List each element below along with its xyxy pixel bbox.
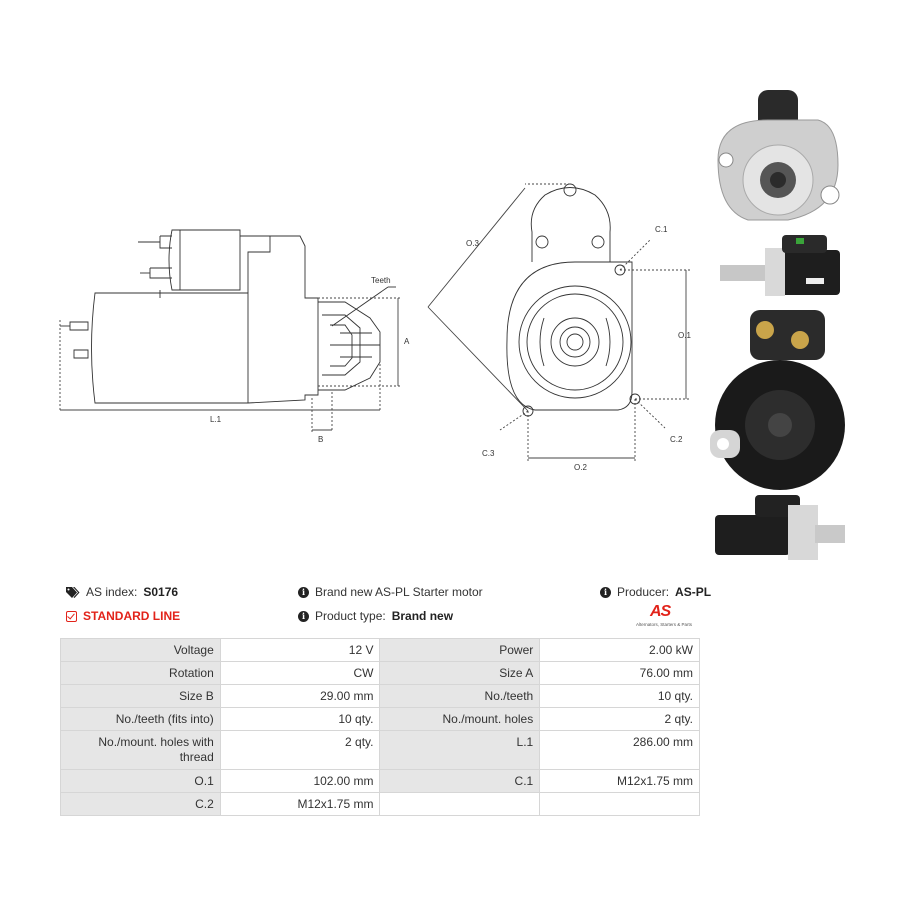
spec-key: C.2 [60,792,221,816]
producer-label: Producer: [617,585,670,599]
spec-key: No./mount. holes [379,707,541,731]
dim-c3-label: C.3 [482,449,495,458]
spec-value: 29.00 mm [219,684,381,708]
dim-l1-label: L.1 [210,415,222,424]
description: i Brand new AS-PL Starter motor [298,585,483,599]
product-type: i Product type: Brand new [298,609,453,623]
spec-value: M12x1.75 mm [539,769,700,793]
photo-rear-black [710,310,845,490]
spec-key: C.1 [379,769,541,793]
spec-key: No./mount. holes with thread [60,730,221,770]
description-text: Brand new AS-PL Starter motor [315,585,483,599]
spec-value: 10 qty. [539,684,700,708]
spec-key: Size B [60,684,221,708]
logo-mark: AS [650,603,671,620]
spec-value: 76.00 mm [539,661,700,685]
table-row: No./teeth (fits into)10 qty.No./mount. h… [60,707,700,731]
spec-key: Size A [379,661,541,685]
photo-side-large [715,495,845,560]
product-type-value: Brand new [391,609,454,623]
dim-o2-label: O.2 [574,463,587,472]
teeth-label: Teeth [371,276,391,285]
spec-value: M12x1.75 mm [219,792,381,816]
info-icon: i [298,610,309,622]
checkbox-icon [66,610,77,622]
dim-c2-label: C.2 [670,435,683,444]
spec-value: CW [219,661,381,685]
front-view-drawing [506,183,641,417]
spec-value: 2 qty. [219,730,381,770]
logo-subtitle: Alternators, Starters & Parts [636,622,693,627]
as-index: AS index: S0176 [66,585,178,599]
technical-drawing: Teeth A B L.1 O.1 O.2 O.3 C.1 C.2 C.3 [59,183,691,472]
standard-line-text: STANDARD LINE [83,609,181,623]
spec-key: No./teeth [379,684,541,708]
dim-c1-label: C.1 [655,225,668,234]
standard-line-badge: STANDARD LINE [66,609,180,623]
producer-value: AS-PL [675,585,712,599]
spec-key: Rotation [60,661,221,685]
dim-o1-label: O.1 [678,331,691,340]
spec-key: O.1 [60,769,221,793]
info-icon: i [298,586,309,598]
photo-front-silver [717,90,840,221]
product-info: AS index: S0176 STANDARD LINE i Brand ne… [60,583,711,633]
spec-key: Power [379,638,541,662]
dim-b-label: B [318,435,323,444]
spec-value: 12 V [219,638,381,662]
photo-side-small [720,235,840,296]
spec-value: 10 qty. [219,707,381,731]
spec-value: 2 qty. [539,707,700,731]
dim-a-label: A [404,337,410,346]
dim-o3-label: O.3 [466,239,479,248]
info-icon: i [600,586,611,598]
as-pl-logo: AS Alternators, Starters & Parts [636,603,700,631]
spec-key: L.1 [379,730,541,770]
producer: i Producer: AS-PL [600,585,711,599]
as-index-value: S0176 [143,585,179,599]
spec-key [379,792,541,816]
spec-value: 102.00 mm [219,769,381,793]
spec-value [539,792,700,816]
spec-key: Voltage [60,638,221,662]
tags-icon [66,586,80,598]
product-type-label: Product type: [315,609,386,623]
spec-value: 286.00 mm [539,730,700,770]
spec-value: 2.00 kW [539,638,700,662]
spec-key: No./teeth (fits into) [60,707,221,731]
as-index-label: AS index: [86,585,138,599]
side-view-drawing [60,229,396,404]
product-photos [700,80,860,580]
